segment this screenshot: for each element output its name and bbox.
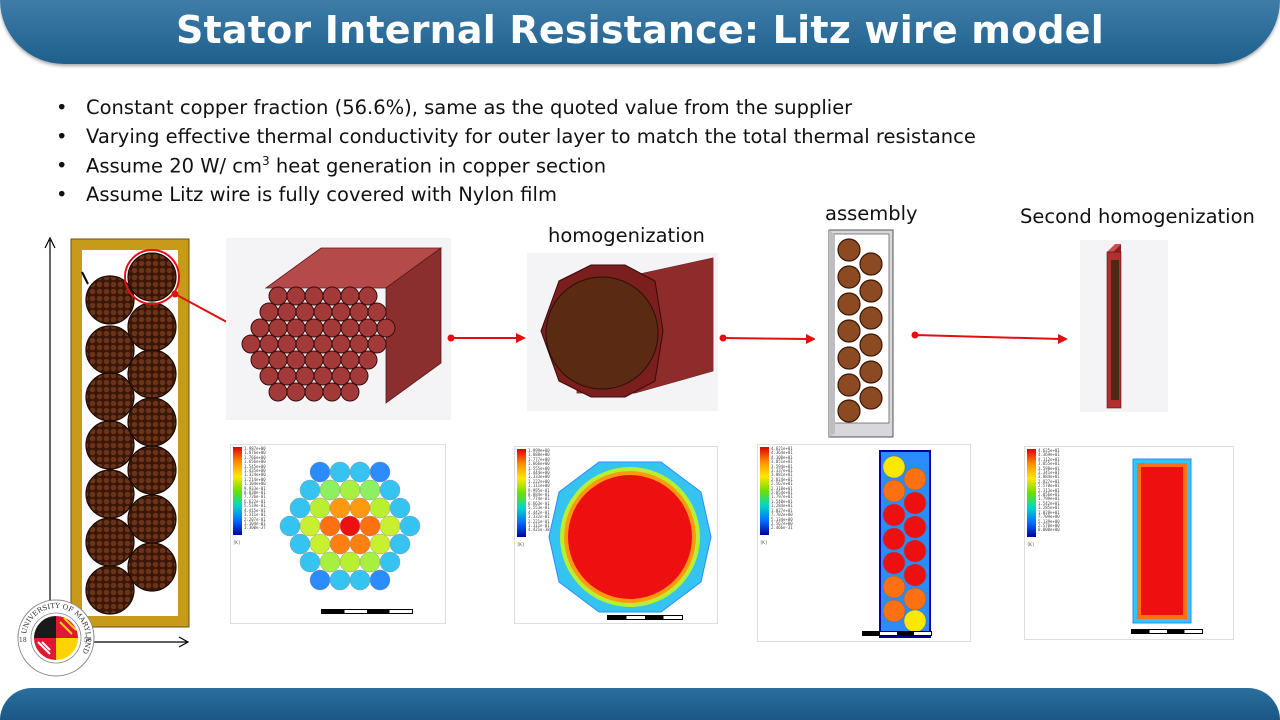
heat-sup: 3: [262, 154, 270, 168]
legend-unit: [K]: [760, 540, 768, 545]
scale-bar: [607, 615, 683, 620]
label-assembly: assembly: [825, 202, 918, 225]
bullet-list: Constant copper fraction (56.6%), same a…: [56, 96, 976, 212]
thermal-plot-homogenized: 1.999e+00 1.888e+00 1.777e+00 1.666e+00 …: [514, 446, 718, 624]
bullet-nylon-film: Assume Litz wire is fully covered with N…: [56, 183, 976, 212]
second-homogenization-3d: [1080, 240, 1168, 412]
legend-unit: [K]: [1027, 542, 1035, 547]
label-homogenization: homogenization: [548, 224, 705, 247]
slot-cross-section: [44, 236, 190, 648]
legend-values-bundle: 1.987e+00 1.876e+00 1.766e+00 1.656e+00 …: [244, 446, 266, 531]
arrow-to-assembly: [719, 334, 816, 344]
arrow-to-second-homogenization: [911, 331, 1068, 344]
legend-values-second-homogenization: 4.625e+01 4.369e+01 4.112e+01 3.855e+01 …: [1038, 448, 1060, 533]
assembly-3d: [815, 228, 895, 441]
university-logo: UNIVERSITY OF MARYLAND 18 56: [17, 599, 95, 677]
thermal-plot-bundle: 1.987e+00 1.876e+00 1.766e+00 1.656e+00 …: [230, 444, 446, 624]
thermal-plot-second-homogenization: 4.625e+01 4.369e+01 4.112e+01 3.855e+01 …: [1024, 446, 1234, 640]
color-legend: [233, 447, 242, 535]
scale-bar: [862, 631, 932, 636]
bullet-thermal-conductivity: Varying effective thermal conductivity f…: [56, 125, 976, 154]
heat-prefix: Assume 20 W/ cm: [86, 154, 262, 178]
legend-unit: [K]: [233, 540, 241, 545]
legend-values-assembly: 4.621e+01 4.364e+01 4.108e+01 3.851e+01 …: [771, 446, 793, 531]
bullet-heat-generation: Assume 20 W/ cm3 heat generation in copp…: [56, 154, 976, 183]
strand-bundle-3d: [226, 238, 451, 420]
slide-title: Stator Internal Resistance: Litz wire mo…: [175, 8, 1105, 52]
color-legend: [1027, 449, 1036, 537]
arrow-to-homogenization: [447, 333, 526, 343]
homogenized-strand-3d: [527, 253, 718, 411]
bottom-bar: [0, 688, 1280, 720]
title-bar: [0, 0, 1280, 64]
heat-suffix: heat generation in copper section: [269, 154, 607, 178]
scale-bar: [321, 609, 413, 614]
bullet-copper-fraction: Constant copper fraction (56.6%), same a…: [56, 96, 976, 125]
scale-bar: [1131, 629, 1203, 634]
logo-year-right: 56: [84, 637, 92, 644]
thermal-plot-assembly: 4.621e+01 4.364e+01 4.108e+01 3.851e+01 …: [757, 444, 971, 642]
color-legend: [517, 449, 526, 537]
logo-year-left: 18: [19, 637, 27, 644]
color-legend: [760, 447, 769, 535]
legend-unit: [K]: [517, 542, 525, 547]
legend-values-homogenized: 1.999e+00 1.888e+00 1.777e+00 1.666e+00 …: [528, 448, 550, 533]
label-second-homogenization: Second homogenization: [1020, 205, 1255, 228]
